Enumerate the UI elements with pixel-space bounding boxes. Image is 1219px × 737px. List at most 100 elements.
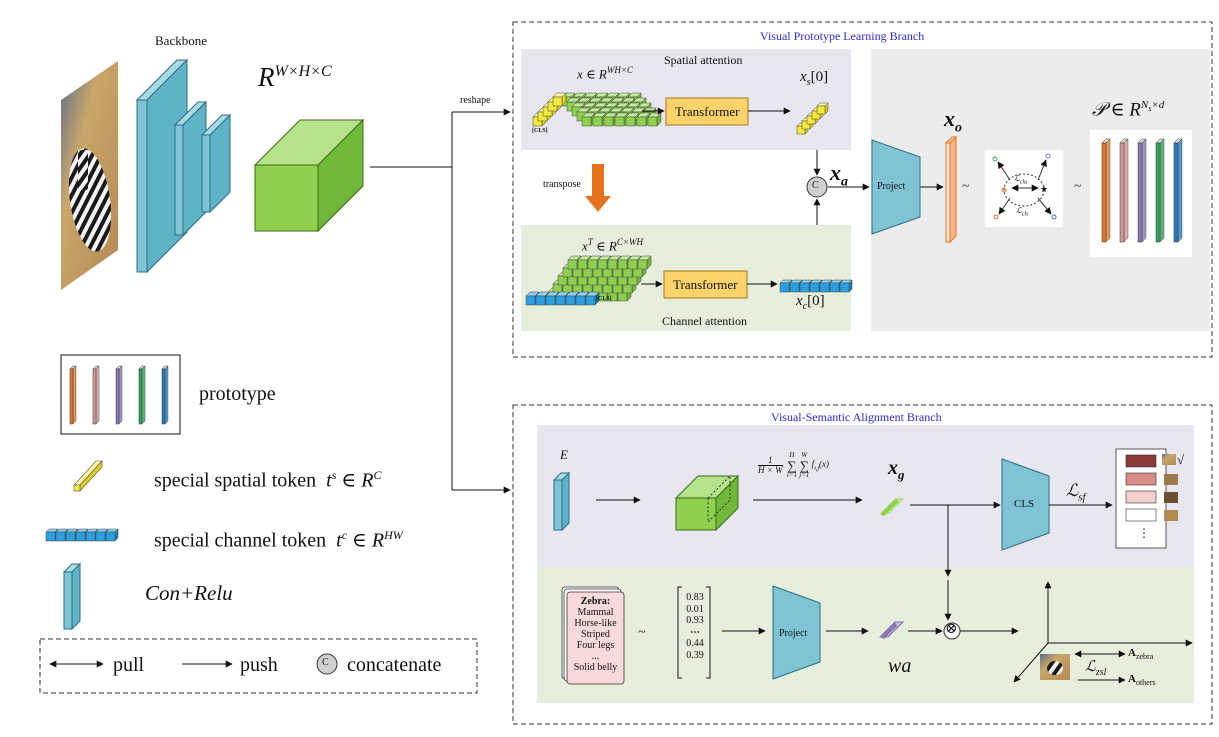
legend-concat-symbol: C [322,657,329,668]
more-classes: ⋮ [1138,526,1150,540]
class-score-bar [1125,508,1157,522]
spatial-transformer-block [665,97,749,126]
vsa-branch-title: Visual-Semantic Alignment Branch [771,410,942,424]
attribute-vector-values: 0.83 0.01 0.93 ⋯ 0.44 0.39 [686,592,704,661]
legend-spatial-token-icon [73,460,103,492]
spatial-input-label: x ∈ RWH×C [577,65,633,82]
channel-input-label: xT ∈ RC×WH [582,237,643,254]
channel-attention-title: Channel attention [662,314,747,328]
vsa-branch-frame [512,404,1213,725]
multiply-symbol: ⊗ [945,621,958,637]
backbone-conv-blocks [135,58,232,274]
pooling-formula: 1 H × W H∑i=1 W∑j=1 fi,j(x) [758,451,830,479]
channel-cls-token [585,291,600,306]
transpose-label: transpose [543,179,581,190]
spatial-token-grid [532,92,662,127]
legend-conv-label: Con+Relu [145,581,233,605]
prototype-bars [1101,138,1183,243]
spatial-attention-title: Spatial attention [664,53,743,67]
spatial-output-cell [816,102,829,115]
prototype-bar [1155,138,1165,243]
channel-output-label: xc[0] [796,293,825,312]
cls-block [1001,458,1050,551]
channel-token-grid [525,255,652,306]
legend-prototype-label: prototype [199,383,276,405]
spatial-output-token [796,102,829,135]
class-score-bar [1125,490,1157,504]
legend-conv-icon [62,562,82,631]
legend-prototype-bars [69,365,169,425]
embedding-axes [1013,581,1193,684]
legend-concatenate-label: concatenate [347,654,442,676]
legend-prototype-bar [115,365,123,425]
class-score-bar [1125,454,1157,468]
e-label: E [560,447,568,462]
spatial-patch-token [603,112,618,127]
l-sf-label: ℒsf [1066,481,1086,504]
legend-channel-token-cell [105,528,119,542]
prototype-bar [1101,138,1111,243]
legend-channel-token-label: special channel token tc ∈ RHW [154,528,403,552]
legend-prototype-bar [138,365,146,425]
zebra-thumbnail [1040,654,1070,680]
semantic-tilde: ~ [638,625,646,640]
a-others-label: Aothers [1128,673,1156,688]
vsa-arrows-top [596,496,1113,621]
prototype-bar [1119,138,1129,243]
zebra-attribute-card [561,586,625,685]
xg-label: xg [888,457,905,482]
channel-output-token [779,279,853,293]
spatial-cls-token [552,92,567,107]
legend-arrows-box [39,638,478,694]
tilde-1: ~ [962,179,970,194]
tilde-2: ~ [1074,179,1082,194]
vsa-semantic-panel [537,567,1194,703]
vpl-branch-frame [512,21,1213,358]
attribute-vector-brackets [677,586,711,679]
input-image [61,61,118,290]
transpose-arrow [585,164,611,212]
xo-vector [944,135,958,244]
e-conv-block [552,471,571,532]
l-zsl-label: ℒzsl [1085,659,1107,678]
legend-concat-icon [316,653,338,675]
legend-push-label: push [240,654,278,676]
vsa-project-block [772,585,821,680]
legend-prototype-bar [69,365,77,425]
feature-shape-label: RW×H×C [258,62,332,92]
wa-vector [879,621,904,639]
concat-node [806,176,828,198]
vpl-branch-title: Visual Prototype Learning Branch [760,29,925,43]
main-connectors [370,108,511,494]
legend-spatial-token-label: special spatial token ts ∈ RC [154,468,382,492]
backbone-title: Backbone [155,33,207,48]
legend-prototype-bar [92,365,100,425]
wa-label: wa [888,655,912,677]
vsa-project-label: Project [779,628,808,639]
reshape-label: reshape [460,95,491,106]
channel-output-cell [839,279,853,293]
spatial-transformer-label: Transformer [675,104,740,119]
a-zebra-label: Azebra [1128,647,1154,662]
clustering-diagram: ★ [985,150,1063,227]
xa-label: xa [830,160,848,190]
feature-map-cube [253,118,365,233]
channel-cls-label: [CLS] [596,296,612,302]
vsa-visual-panel [537,425,1194,567]
vsa-feature-cube [674,474,740,532]
spatial-patch-token [647,112,662,127]
channel-transformer-label: Transformer [673,277,738,292]
zebra-card-text: Zebra: Mammal Horse-like Striped Four le… [573,596,618,673]
legend-pull-label: pull [113,654,145,676]
l-clu-label: ℒclu [1014,174,1028,186]
correct-check: √ [1177,452,1185,467]
vpl-arrows [641,107,944,288]
prototypes-label: 𝒫 ∈ RNs×d [1092,99,1165,121]
svg-text:★: ★ [1040,184,1048,194]
class-thumbnails [1162,454,1178,521]
vpl-project-label: Project [877,181,906,192]
prototype-bar [1173,138,1183,243]
vpl-project-block [871,139,921,235]
class-score-bar [1125,472,1157,486]
